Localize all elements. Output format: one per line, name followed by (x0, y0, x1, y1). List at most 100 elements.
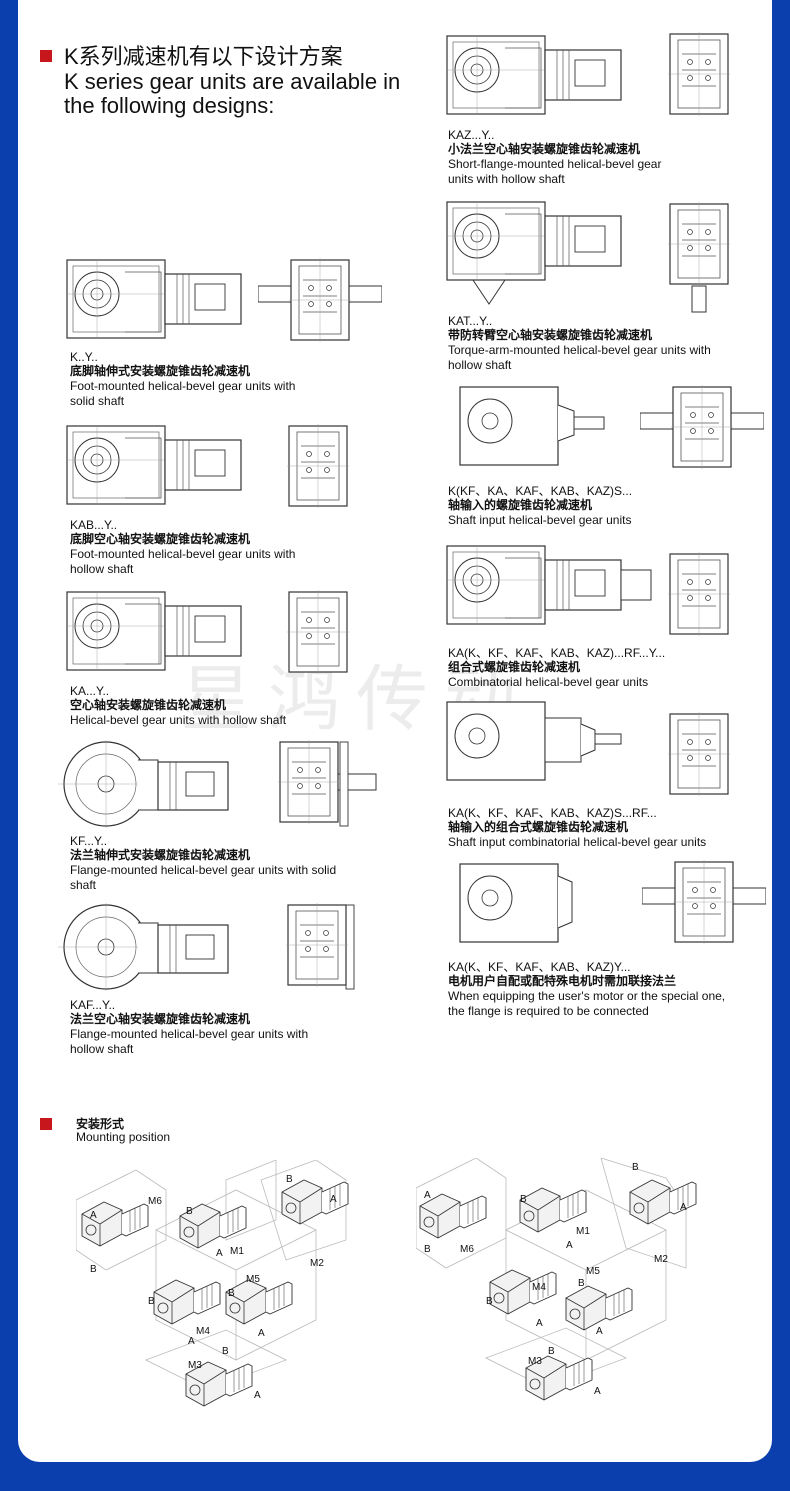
drawing-k-y-end (258, 258, 382, 344)
design-ks: K(KF、KA、KAF、KAB、KAZ)S... 轴输入的螺旋锥齿轮减速机 Sh… (448, 484, 748, 528)
label-side-b: B (222, 1346, 229, 1357)
design-k-y: K..Y.. 底脚轴伸式安装螺旋锥齿轮减速机 Foot-mounted heli… (70, 350, 370, 409)
m5-unit (565, 1285, 633, 1331)
design-code: KA(K、KF、KAF、KAB、KAZ)S...RF... (448, 806, 657, 820)
label-side-b: B (228, 1288, 235, 1299)
label-side-a: A (254, 1390, 261, 1401)
drawing-ka-rf-side (445, 544, 657, 630)
design-name-en: Foot-mounted helical-bevel gear units wi… (70, 547, 296, 576)
m4-unit (489, 1269, 557, 1315)
page-title-en: K series gear units are available in the… (64, 69, 401, 118)
section-marker-mounting (40, 1118, 52, 1130)
drawing-ka-y-side (65, 590, 251, 676)
m4-unit (153, 1279, 221, 1325)
drawing-kaz-y-end (668, 32, 732, 118)
label-m4: M4 (196, 1326, 210, 1337)
drawing-kaf-y-side (58, 903, 234, 995)
drawing-ks-end (640, 385, 764, 471)
design-kaz-y: KAZ...Y.. 小法兰空心轴安装螺旋锥齿轮减速机 Short-flange-… (448, 128, 748, 187)
m5-unit (225, 1279, 293, 1325)
label-m6: M6 (460, 1244, 474, 1255)
design-name-cn: 小法兰空心轴安装螺旋锥齿轮减速机 (448, 142, 641, 156)
drawing-ka-s-rf-side (445, 700, 631, 786)
section-marker (40, 50, 52, 62)
design-ka-y-motor: KA(K、KF、KAF、KAB、KAZ)Y... 电机用户自配或配特殊电机时需加… (448, 960, 748, 1019)
design-name-en: Helical-bevel gear units with hollow sha… (70, 713, 287, 727)
label-m2: M2 (654, 1254, 668, 1265)
design-name-cn: 底脚轴伸式安装螺旋锥齿轮减速机 (70, 364, 251, 378)
label-m5: M5 (586, 1266, 600, 1277)
drawing-ka-s-rf-end (668, 712, 732, 798)
drawing-ka-y-end (287, 590, 351, 676)
design-code: KA(K、KF、KAF、KAB、KAZ)Y... (448, 960, 631, 974)
design-name-cn: 电机用户自配或配特殊电机时需加联接法兰 (448, 974, 677, 988)
design-name-cn: 法兰轴伸式安装螺旋锥齿轮减速机 (70, 848, 251, 862)
drawing-k-y-side (65, 258, 251, 344)
label-side-b: B (548, 1346, 555, 1357)
design-name-en: Flange-mounted helical-bevel gear units … (70, 863, 337, 892)
drawing-ks-side (458, 385, 608, 471)
design-name-cn: 法兰空心轴安装螺旋锥齿轮减速机 (70, 1012, 251, 1026)
design-code: KF...Y.. (70, 834, 108, 848)
mounting-diagram-left: M1 M2 M3 M4 M5 M6 A B B A B A B A B A B … (76, 1160, 366, 1420)
design-code: K..Y.. (70, 350, 98, 364)
design-name-en: Shaft input helical-bevel gear units (448, 513, 632, 527)
label-m2: M2 (310, 1258, 324, 1269)
label-side-b: B (148, 1296, 155, 1307)
label-side-b: B (520, 1194, 527, 1205)
drawing-ka-rf-end (668, 552, 732, 638)
mounting-title-cn: 安装形式 (76, 1117, 125, 1131)
label-side-a: A (566, 1240, 573, 1251)
design-code: KA...Y.. (70, 684, 110, 698)
label-side-b: B (186, 1206, 193, 1217)
mounting-diagram-right-svg: M1 M2 M3 M4 M5 M6 A B B A B A B A B A B … (416, 1158, 697, 1401)
mounting-diagram-left-svg: M1 M2 M3 M4 M5 M6 A B B A B A B A B A B … (76, 1160, 349, 1407)
label-side-a: A (258, 1328, 265, 1339)
design-code: KAZ...Y.. (448, 128, 495, 142)
design-name-cn: 带防转臂空心轴安装螺旋锥齿轮减速机 (448, 328, 653, 342)
label-side-a: A (330, 1194, 337, 1205)
label-m4: M4 (532, 1282, 546, 1293)
label-side-b: B (90, 1264, 97, 1275)
label-side-b: B (632, 1162, 639, 1173)
design-ka-rf-y: KA(K、KF、KAF、KAB、KAZ)...RF...Y... 组合式螺旋锥齿… (448, 646, 748, 690)
drawing-kaf-y-end (286, 903, 360, 993)
design-code: KAB...Y.. (70, 518, 118, 532)
drawing-ka-y-motor-end (642, 860, 766, 946)
drawing-kat-y-end (668, 202, 732, 314)
design-name-en: Torque-arm-mounted helical-bevel gear un… (448, 343, 711, 372)
label-side-a: A (594, 1386, 601, 1397)
label-side-a: A (216, 1248, 223, 1259)
label-side-a: A (680, 1202, 687, 1213)
mounting-diagram-right: M1 M2 M3 M4 M5 M6 A B B A B A B A B A B … (416, 1158, 706, 1418)
label-m6: M6 (148, 1196, 162, 1207)
design-name-en: Combinatorial helical-bevel gear units (448, 675, 649, 689)
design-kaf-y: KAF...Y.. 法兰空心轴安装螺旋锥齿轮减速机 Flange-mounted… (70, 998, 370, 1057)
label-side-a: A (90, 1210, 97, 1221)
design-code: K(KF、KA、KAF、KAB、KAZ)S... (448, 484, 633, 498)
design-name-en: Flange-mounted helical-bevel gear units … (70, 1027, 309, 1056)
label-m1: M1 (576, 1226, 590, 1237)
drawing-ka-y-motor-side (458, 862, 578, 948)
drawing-kf-y-side (58, 740, 234, 832)
design-kat-y: KAT...Y.. 带防转臂空心轴安装螺旋锥齿轮减速机 Torque-arm-m… (448, 314, 748, 373)
drawing-kaz-y-side (445, 34, 631, 120)
design-name-en: Foot-mounted helical-bevel gear units wi… (70, 379, 296, 408)
drawing-kab-y-end (287, 424, 351, 510)
design-code: KAF...Y.. (70, 998, 116, 1012)
label-m3: M3 (188, 1360, 202, 1371)
design-kab-y: KAB...Y.. 底脚空心轴安装螺旋锥齿轮减速机 Foot-mounted h… (70, 518, 370, 577)
label-m1: M1 (230, 1246, 244, 1257)
design-ka-y: KA...Y.. 空心轴安装螺旋锥齿轮减速机 Helical-bevel gea… (70, 684, 370, 728)
label-side-b: B (578, 1278, 585, 1289)
design-name-cn: 组合式螺旋锥齿轮减速机 (448, 660, 581, 674)
design-kf-y: KF...Y.. 法兰轴伸式安装螺旋锥齿轮减速机 Flange-mounted … (70, 834, 370, 893)
page-title-cn: K系列减速机有以下设计方案 (64, 44, 343, 69)
design-name-cn: 轴输入的组合式螺旋锥齿轮减速机 (448, 820, 629, 834)
design-name-en: When equipping the user's motor or the s… (448, 989, 726, 1018)
label-side-a: A (424, 1190, 431, 1201)
design-code: KAT...Y.. (448, 314, 493, 328)
design-name-cn: 轴输入的螺旋锥齿轮减速机 (448, 498, 593, 512)
label-side-a: A (596, 1326, 603, 1337)
drawing-kf-y-end (278, 740, 378, 830)
